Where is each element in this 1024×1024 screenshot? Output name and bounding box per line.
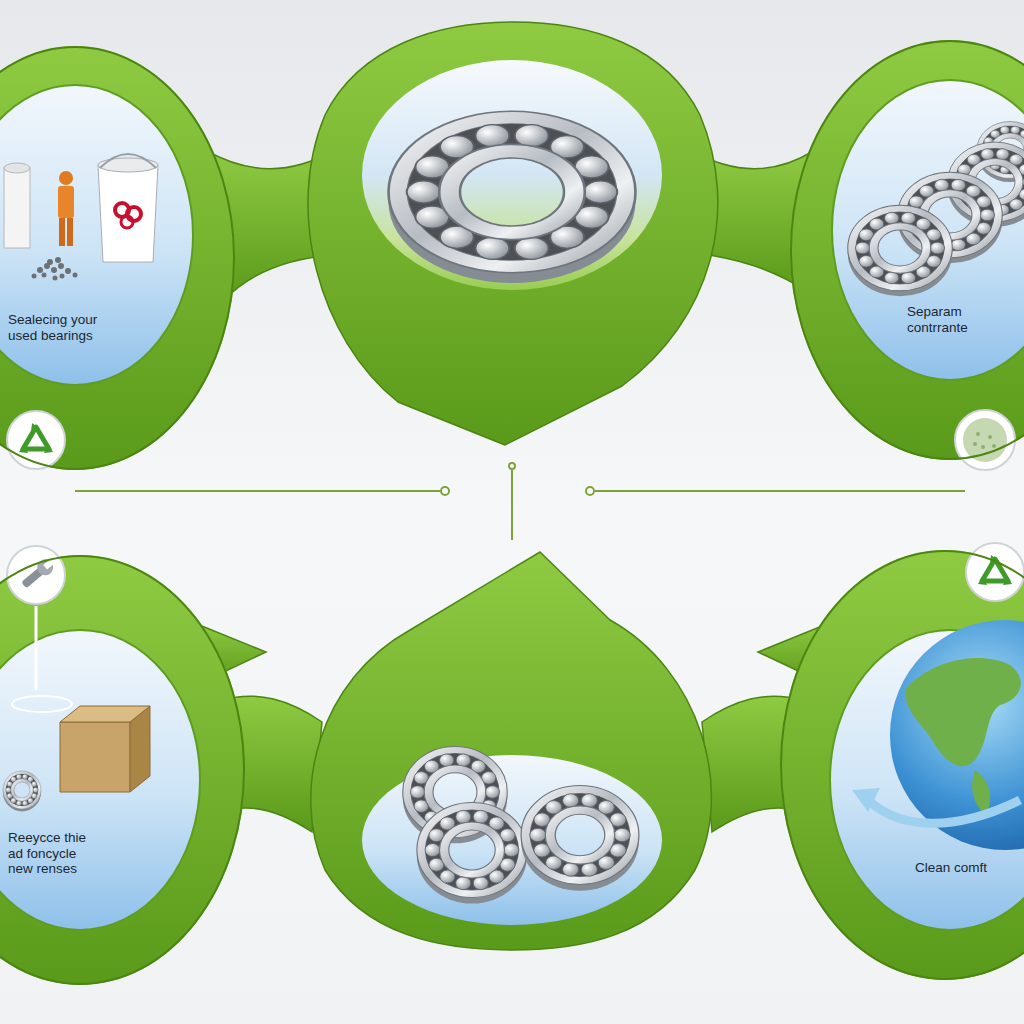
ring-panel (0, 46, 235, 470)
guide-line (441, 487, 449, 495)
icon (955, 410, 1015, 470)
ring-outline (0, 46, 235, 470)
globe-picture (905, 658, 1021, 766)
collection-scene (51, 267, 57, 273)
collection-scene (4, 154, 158, 281)
guide-line (75, 490, 440, 492)
collection-scene (32, 274, 37, 279)
ring-outline (0, 556, 244, 984)
collection-scene (47, 259, 53, 265)
ring-outline (0, 555, 245, 985)
arrow-drop (311, 552, 712, 950)
collection-scene (59, 171, 73, 185)
ring-panel: Clean comft (780, 550, 1024, 980)
collection-scene (60, 274, 65, 279)
recycle-scene (12, 606, 150, 792)
arrow-drop (308, 22, 718, 445)
step-label: Separam contrrante (907, 304, 987, 335)
recycle-scene (60, 706, 150, 722)
collection-scene (98, 165, 158, 262)
collection-scene (59, 218, 65, 246)
ring-panel (0, 85, 193, 385)
ring-outline (780, 550, 1024, 980)
icon (973, 442, 977, 446)
recycle-scene (12, 696, 72, 712)
ring-outline (791, 41, 1024, 459)
collection-scene (127, 207, 141, 221)
bearing-picture (3, 771, 41, 811)
icon (7, 410, 1024, 604)
step-label: Sealecing your used bearings (8, 312, 116, 343)
ring-panel: Reeycce thie ad foncycle new renses (0, 555, 245, 985)
collection-scene (58, 263, 64, 269)
icon (992, 444, 996, 448)
bearing-picture (848, 205, 953, 296)
guide-line (586, 487, 594, 495)
collection-scene (67, 218, 73, 246)
collection-scene (73, 273, 78, 278)
guide-line (75, 463, 965, 540)
ring-panel (0, 555, 245, 985)
icon (981, 445, 985, 449)
bearing-picture (417, 803, 527, 904)
bearing-picture (3, 111, 1024, 903)
bearing-picture (389, 111, 636, 283)
globe-picture (890, 620, 1024, 850)
ring-panel (790, 40, 1024, 460)
recycle-scene (35, 606, 38, 690)
collection-scene (121, 216, 133, 228)
ring-panel: Sealecing your used bearings (0, 46, 235, 470)
collection-scene (4, 163, 30, 173)
collection-scene (53, 276, 58, 281)
ring-outline (781, 551, 1024, 979)
step-label: Reeycce thie ad foncycle new renses (8, 830, 96, 877)
icon (988, 435, 992, 439)
icon (19, 555, 58, 592)
bearing-picture (521, 786, 639, 891)
ring-panel (0, 40, 1024, 985)
ring-outline (0, 47, 234, 469)
globe-picture (852, 788, 880, 812)
arrow-drop (308, 22, 718, 950)
globe-picture (868, 800, 1020, 823)
recycle-scene (60, 722, 130, 792)
collection-scene (37, 267, 43, 273)
collection-scene (55, 257, 61, 263)
guide-line (595, 490, 965, 492)
ring-panel: Separam contrrante (790, 40, 1024, 460)
ring-outline (790, 40, 1024, 460)
collection-scene (42, 273, 47, 278)
collection-scene (32, 257, 78, 281)
step-label: Clean comft (915, 860, 1015, 876)
icon (976, 432, 980, 436)
icon (963, 418, 1007, 462)
globe-picture (852, 620, 1024, 850)
collection-scene (58, 186, 74, 218)
collection-scene (65, 268, 71, 274)
ring-panel (0, 630, 200, 930)
icon (973, 432, 996, 449)
ring-panel (832, 80, 1024, 380)
arrow-drop (362, 60, 662, 290)
guide-line (509, 463, 515, 469)
collection-scene (98, 158, 158, 172)
icon (7, 411, 65, 469)
collection-scene (4, 168, 30, 248)
icon (7, 546, 65, 604)
collection-scene (100, 154, 156, 168)
globe-picture (972, 770, 990, 815)
guide-line (511, 470, 513, 540)
